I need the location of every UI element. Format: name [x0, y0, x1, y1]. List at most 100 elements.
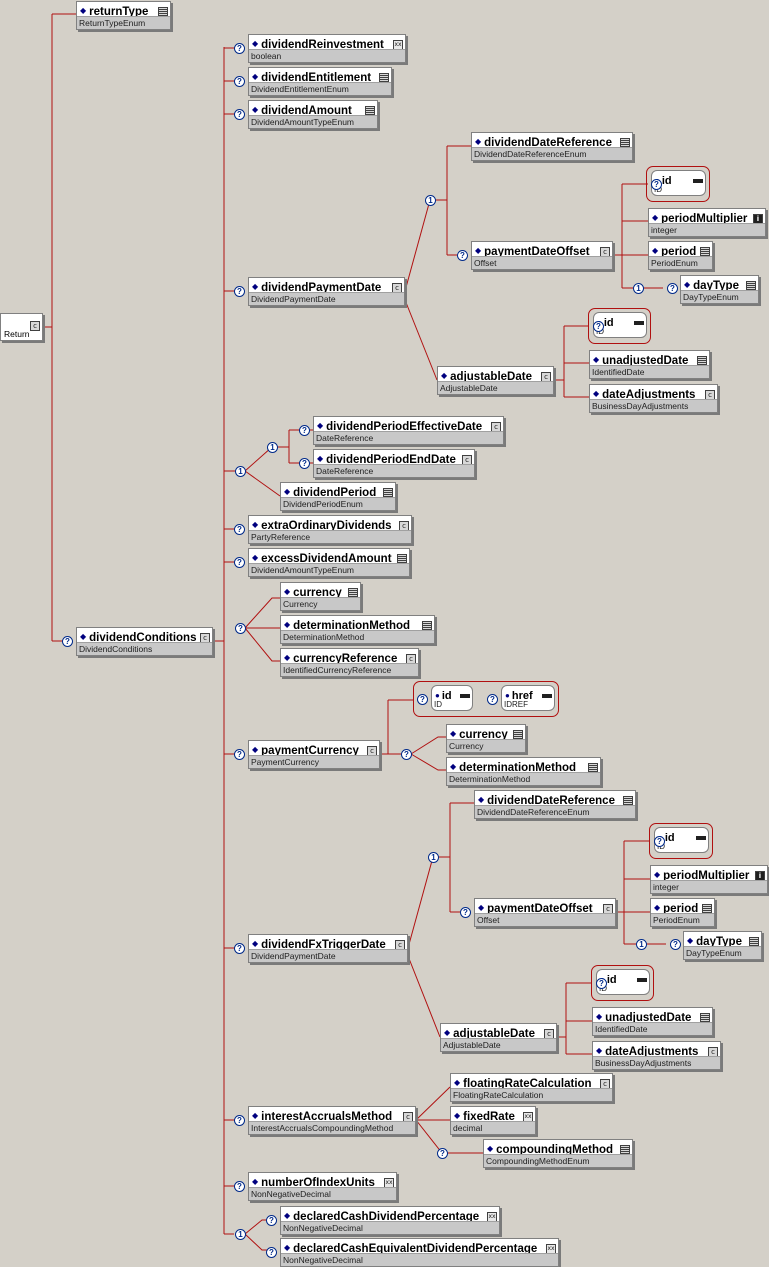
element-type: DayTypeEnum: [684, 946, 761, 959]
element-name: extraOrdinaryDividends: [261, 520, 392, 532]
element-type: DividendPeriodEnum: [281, 497, 395, 510]
complex-type-icon: c: [30, 321, 40, 331]
element-icon: ◆: [252, 72, 259, 81]
element-name: adjustableDate: [453, 1028, 535, 1040]
element-name: dateAdjustments: [605, 1046, 699, 1058]
connector: [244, 597, 280, 629]
attribute-type-icon: [460, 694, 470, 698]
element-type: PartyReference: [249, 530, 411, 543]
connector: [244, 470, 281, 497]
element-type: PeriodEnum: [649, 256, 712, 269]
element-type: DividendPaymentDate: [249, 292, 404, 305]
element-type: BusinessDayAdjustments: [593, 1056, 720, 1069]
element-icon: ◆: [593, 355, 600, 364]
choice-icon: 1: [267, 442, 278, 453]
element-type: PeriodEnum: [651, 913, 714, 926]
element-icon: ◆: [252, 520, 259, 529]
element-type: decimal: [451, 1121, 535, 1134]
optional-icon: ?: [62, 636, 73, 647]
attribute-name: id: [603, 317, 614, 329]
root-element-return[interactable]: c Return: [0, 313, 43, 341]
element-icon: ◆: [487, 1144, 494, 1153]
element-type: DividendEntitlementEnum: [249, 82, 391, 95]
optional-icon: ?: [234, 557, 245, 568]
element-icon: ◆: [252, 1111, 259, 1120]
element-type: AdjustableDate: [441, 1038, 556, 1051]
element-type: DividendDateReferenceEnum: [475, 805, 635, 818]
optional-icon: ?: [460, 907, 471, 918]
attribute-type-icon: [634, 321, 644, 325]
optional-icon: ?: [437, 1148, 448, 1159]
element-type: PaymentCurrency: [249, 755, 379, 768]
element-name: returnType: [89, 6, 149, 18]
element-icon: ◆: [317, 421, 324, 430]
element-icon: ◆: [444, 1028, 451, 1037]
element-type: DividendConditions: [77, 642, 212, 655]
connector: [404, 199, 431, 292]
optional-icon: ?: [266, 1247, 277, 1258]
element-type: DateReference: [314, 431, 503, 444]
element-type: DayTypeEnum: [681, 290, 758, 303]
element-name: dividendReinvestment: [261, 39, 384, 51]
attribute-name: href: [511, 690, 533, 702]
choice-icon: 1: [428, 852, 439, 863]
attribute-type-icon: [542, 694, 552, 698]
element-icon: ◆: [654, 903, 661, 912]
element-name: paymentCurrency: [261, 745, 359, 757]
element-type: IdentifiedDate: [590, 365, 709, 378]
element-icon: ◆: [252, 105, 259, 114]
attribute-type-icon: [696, 836, 706, 840]
optional-icon: ?: [670, 939, 681, 950]
attribute-group: [649, 823, 713, 859]
attribute-type-icon: [693, 179, 703, 183]
element-type: integer: [649, 223, 765, 236]
element-name: periodMultiplier: [663, 870, 750, 882]
element-name: currency: [459, 729, 508, 741]
element-declaredCashEquivalentDividendPercentage[interactable]: ◆declaredCashEquivalentDividendPercentag…: [280, 1238, 559, 1267]
element-name: determinationMethod: [293, 620, 411, 632]
